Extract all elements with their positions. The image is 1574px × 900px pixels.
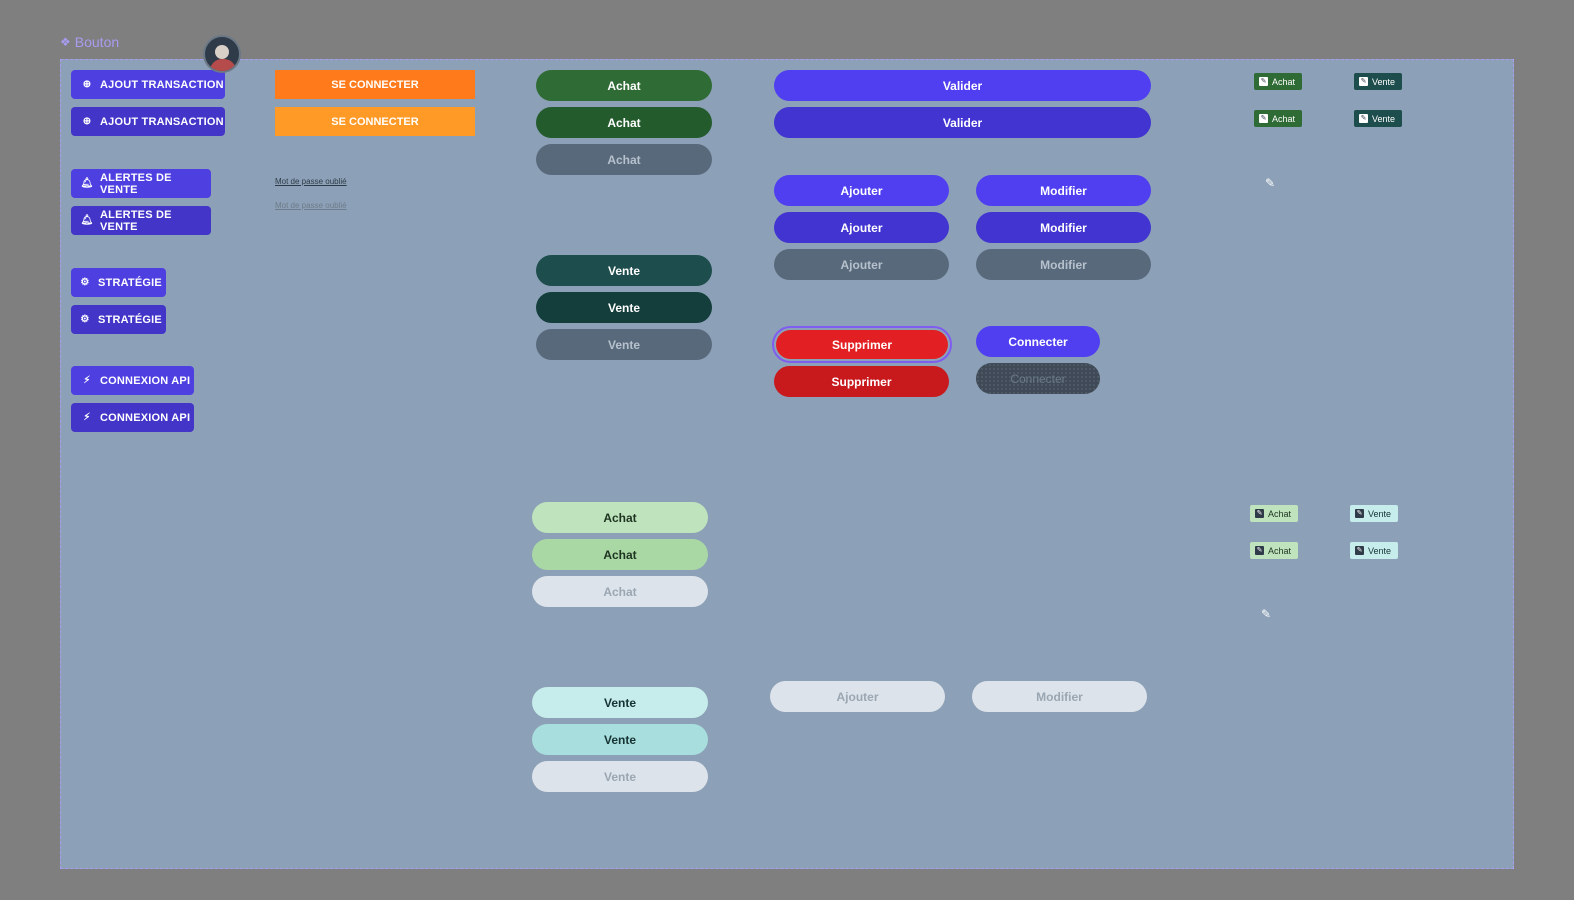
edit-square-icon: ✎ (1359, 77, 1368, 86)
ajouter-button-disabled[interactable]: Ajouter (774, 249, 949, 280)
strategie-label: STRATÉGIE (98, 276, 162, 289)
achat-tag-label: Achat (1272, 76, 1296, 87)
vente-tag-label: Vente (1372, 113, 1396, 124)
achat-button-disabled[interactable]: Achat (536, 144, 712, 175)
vente-tag-label: Vente (1372, 76, 1396, 87)
vente-light-tag-hover[interactable]: ✎ Vente (1350, 542, 1398, 559)
connexion-api-button[interactable]: ⚡︎ CONNEXION API (71, 366, 194, 395)
plus-circle-icon: ⊕ (82, 116, 92, 127)
connecter-button-disabled[interactable]: Connecter (976, 363, 1100, 394)
achat-light-tag-hover[interactable]: ✎ Achat (1250, 542, 1298, 559)
achat-light-tag-label: Achat (1268, 508, 1292, 519)
supprimer-button-hover[interactable]: Supprimer (774, 366, 949, 397)
achat-light-button-hover[interactable]: Achat (532, 539, 708, 570)
ajout-transaction-button[interactable]: ⊕ AJOUT TRANSACTION (71, 70, 225, 99)
edit-square-icon: ✎ (1355, 509, 1364, 518)
vente-tag[interactable]: ✎ Vente (1354, 73, 1402, 90)
vente-light-button[interactable]: Vente (532, 687, 708, 718)
achat-light-tag[interactable]: ✎ Achat (1250, 505, 1298, 522)
vente-button-hover[interactable]: Vente (536, 292, 712, 323)
edit-square-icon: ✎ (1255, 546, 1264, 555)
se-connecter-button[interactable]: SE CONNECTER (275, 70, 475, 99)
avatar-body (210, 59, 236, 71)
vente-tag-hover[interactable]: ✎ Vente (1354, 110, 1402, 127)
achat-tag[interactable]: ✎ Achat (1254, 73, 1302, 90)
alertes-de-vente-label: ALERTES DE VENTE (100, 208, 172, 233)
component-icon: ❖ (60, 35, 71, 49)
ajouter-button[interactable]: Ajouter (774, 175, 949, 206)
pencil-icon-light[interactable]: ✎ (1260, 607, 1272, 621)
achat-light-button[interactable]: Achat (532, 502, 708, 533)
ajout-transaction-button-hover[interactable]: ⊕ AJOUT TRANSACTION (71, 107, 225, 136)
vente-light-button-disabled[interactable]: Vente (532, 761, 708, 792)
strategie-label: STRATÉGIE (98, 313, 162, 326)
plug-icon: ⚡︎ (83, 375, 91, 386)
achat-button[interactable]: Achat (536, 70, 712, 101)
ajouter-light-button-disabled[interactable]: Ajouter (770, 681, 945, 712)
plug-icon: ⚡︎ (83, 412, 91, 423)
connecter-button[interactable]: Connecter (976, 326, 1100, 357)
achat-tag-label: Achat (1272, 113, 1296, 124)
se-connecter-button-hover[interactable]: SE CONNECTER (275, 107, 475, 136)
achat-light-button-disabled[interactable]: Achat (532, 576, 708, 607)
ajout-transaction-label: AJOUT TRANSACTION (100, 115, 224, 128)
edit-square-icon: ✎ (1355, 546, 1364, 555)
plus-circle-icon: ⊕ (82, 79, 92, 90)
valider-button-hover[interactable]: Valider (774, 107, 1151, 138)
strategie-button-hover[interactable]: ⚙ STRATÉGIE (71, 305, 166, 334)
ajouter-button-hover[interactable]: Ajouter (774, 212, 949, 243)
supprimer-button[interactable]: Supprimer (772, 326, 952, 363)
forgot-password-link[interactable]: Mot de passe oublié (275, 176, 347, 186)
modifier-button-hover[interactable]: Modifier (976, 212, 1151, 243)
vente-button[interactable]: Vente (536, 255, 712, 286)
forgot-password-link-disabled[interactable]: Mot de passe oublié (275, 200, 347, 210)
vente-light-button-hover[interactable]: Vente (532, 724, 708, 755)
alertes-de-vente-button-hover[interactable]: 🔔︎ ALERTES DE VENTE (71, 206, 211, 235)
edit-square-icon: ✎ (1255, 509, 1264, 518)
modifier-button-disabled[interactable]: Modifier (976, 249, 1151, 280)
achat-light-tag-label: Achat (1268, 545, 1292, 556)
vente-light-tag-label: Vente (1368, 545, 1392, 556)
vente-button-disabled[interactable]: Vente (536, 329, 712, 360)
modifier-light-button-disabled[interactable]: Modifier (972, 681, 1147, 712)
avatar-head (215, 45, 229, 59)
modifier-button[interactable]: Modifier (976, 175, 1151, 206)
bell-icon: 🔔︎ (80, 178, 94, 189)
ajout-transaction-label: AJOUT TRANSACTION (100, 78, 224, 91)
bell-icon: 🔔︎ (80, 215, 94, 226)
connexion-api-label: CONNEXION API (100, 411, 191, 424)
strategie-button[interactable]: ⚙ STRATÉGIE (71, 268, 166, 297)
gear-icon: ⚙ (80, 277, 90, 288)
avatar[interactable] (203, 35, 241, 73)
vente-light-tag-label: Vente (1368, 508, 1392, 519)
alertes-de-vente-label: ALERTES DE VENTE (100, 171, 172, 196)
achat-button-hover[interactable]: Achat (536, 107, 712, 138)
frame-label[interactable]: ❖ Bouton (60, 34, 119, 50)
connexion-api-button-hover[interactable]: ⚡︎ CONNEXION API (71, 403, 194, 432)
pencil-icon[interactable]: ✎ (1264, 176, 1276, 190)
valider-button[interactable]: Valider (774, 70, 1151, 101)
vente-light-tag[interactable]: ✎ Vente (1350, 505, 1398, 522)
alertes-de-vente-button[interactable]: 🔔︎ ALERTES DE VENTE (71, 169, 211, 198)
edit-square-icon: ✎ (1259, 77, 1268, 86)
frame-label-text: Bouton (74, 34, 120, 50)
gear-icon: ⚙ (80, 314, 90, 325)
edit-square-icon: ✎ (1259, 114, 1268, 123)
edit-square-icon: ✎ (1359, 114, 1368, 123)
connexion-api-label: CONNEXION API (100, 374, 191, 387)
achat-tag-hover[interactable]: ✎ Achat (1254, 110, 1302, 127)
